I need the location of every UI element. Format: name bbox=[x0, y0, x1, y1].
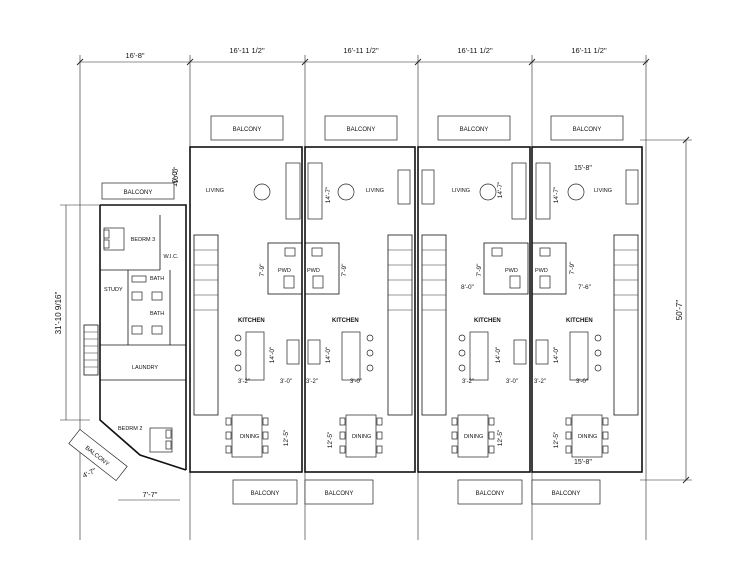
unit-4-dining-label: DINING bbox=[578, 434, 597, 440]
unit-4-dim-living: 14'-7" bbox=[553, 186, 560, 203]
unit-1-pwd-label: PWD bbox=[278, 268, 291, 274]
dim-left-height: 31'-10 9/16" bbox=[54, 292, 63, 335]
unit-4-dim-k-left: 3'-2" bbox=[534, 379, 546, 385]
unit-3-dim-pwd-w: 8'-0" bbox=[461, 284, 475, 291]
dim-corner-balcony: 4'-7" bbox=[82, 467, 98, 479]
unit-3-dim-dining: 12'-5" bbox=[497, 429, 504, 446]
left-dimension: 31'-10 9/16" 10'-0" bbox=[54, 169, 179, 421]
unit-2-top-balcony-label: BALCONY bbox=[347, 127, 376, 133]
unit-3-dim-kitchen: 14'-0" bbox=[495, 346, 502, 363]
unit-1-dim-dining: 12'-5" bbox=[283, 429, 290, 446]
unit-3-dim-k-right: 3'-0" bbox=[506, 379, 518, 385]
unit-2: BALCONY LIVING 14'-7" PWD 7'-9" KITCHEN … bbox=[304, 115, 416, 505]
unit-2-dim-living: 14'-7" bbox=[325, 186, 332, 203]
unit-2-living-label: LIVING bbox=[366, 188, 384, 194]
study-label: STUDY bbox=[104, 287, 123, 293]
left-balcony-label: BALCONY bbox=[124, 190, 153, 196]
unit-4-dim-dining: 12'-5" bbox=[553, 431, 560, 448]
unit-2-bottom-balcony bbox=[304, 479, 374, 505]
unit-4-top-balcony bbox=[550, 115, 624, 141]
unit-1-bottom-balcony-label: BALCONY bbox=[251, 491, 280, 497]
unit-4-dim-dining-w: 15'-8" bbox=[574, 459, 592, 466]
dim-left-balcony-width: 10'-0" bbox=[172, 169, 179, 187]
unit-2-dim-pwd: 7'-9" bbox=[341, 263, 348, 277]
unit-2-top-balcony bbox=[324, 115, 398, 141]
unit-3-dining-label: DINING bbox=[464, 434, 483, 440]
unit-4-bottom-balcony bbox=[531, 479, 601, 505]
unit-4-dim-k-right: 3'-0" bbox=[576, 379, 588, 385]
unit-2-dim-k-right: 3'-0" bbox=[350, 379, 362, 385]
unit-3-dim-pwd: 7'-9" bbox=[476, 263, 483, 277]
dim-bottom-left: 7'-7" bbox=[143, 490, 158, 499]
unit-3: BALCONY LIVING 14'-7" PWD 7'-9" 8'-0" KI… bbox=[417, 115, 531, 505]
bath-2-label: BATH bbox=[150, 311, 164, 317]
unit-4-dim-living-w: 15'-8" bbox=[574, 165, 592, 172]
bedroom-3-label: BEDRM 3 bbox=[131, 237, 155, 243]
unit-3-living-label: LIVING bbox=[452, 188, 470, 194]
dim-top-2: 16'-11 1/2" bbox=[229, 46, 265, 55]
unit-1-top-balcony bbox=[210, 115, 284, 141]
unit-1-dim-living: 10'-0" bbox=[173, 166, 180, 183]
laundry-label: LAUNDRY bbox=[132, 365, 159, 371]
unit-4-living-label: LIVING bbox=[594, 188, 612, 194]
unit-1-dim-k-left: 3'-2" bbox=[238, 379, 250, 385]
unit-2-dim-kitchen: 14'-0" bbox=[325, 346, 332, 363]
unit-1: BALCONY LIVING 10'-0" PWD 7'-9" KITCHEN … bbox=[173, 115, 303, 505]
dim-top-3: 16'-11 1/2" bbox=[343, 46, 379, 55]
unit-4-dim-kitchen: 14'-0" bbox=[553, 346, 560, 363]
dim-top-5: 16'-11 1/2" bbox=[571, 46, 607, 55]
unit-2-dim-k-left: 3'-2" bbox=[306, 379, 318, 385]
unit-2-dim-dining: 12'-5" bbox=[327, 431, 334, 448]
unit-3-top-balcony-label: BALCONY bbox=[460, 127, 489, 133]
unit-4-kitchen-label: KITCHEN bbox=[566, 318, 593, 324]
unit-2-bottom-balcony-label: BALCONY bbox=[325, 491, 354, 497]
unit-4-dim-pwd-w: 7'-6" bbox=[578, 284, 592, 291]
unit-1-dim-pwd: 7'-9" bbox=[259, 263, 266, 277]
unit-4-pwd-label: PWD bbox=[535, 268, 548, 274]
dim-right-height: 50'-7" bbox=[675, 300, 684, 321]
unit-4: BALCONY 15'-8" LIVING 14'-7" PWD 7'-9" 7… bbox=[531, 115, 643, 505]
unit-1-top-balcony-label: BALCONY bbox=[233, 127, 262, 133]
unit-3-bottom-balcony-label: BALCONY bbox=[476, 491, 505, 497]
unit-1-kitchen-label: KITCHEN bbox=[238, 318, 265, 324]
unit-1-dim-k-right: 3'-0" bbox=[280, 379, 292, 385]
unit-3-dim-living: 14'-7" bbox=[497, 181, 504, 198]
unit-3-top-balcony bbox=[437, 115, 511, 141]
unit-3-pwd-label: PWD bbox=[505, 268, 518, 274]
bath-1-label: BATH bbox=[150, 276, 164, 282]
unit-3-dim-k-left: 3'-2" bbox=[462, 379, 474, 385]
left-unit: BALCONY BEDRM 3 W.I.C. BATH STUDY BATH L… bbox=[68, 182, 187, 501]
unit-3-kitchen-label: KITCHEN bbox=[474, 318, 501, 324]
dim-top-4: 16'-11 1/2" bbox=[457, 46, 493, 55]
unit-4-bottom-balcony-label: BALCONY bbox=[552, 491, 581, 497]
unit-4-dim-pwd: 7'-9" bbox=[569, 261, 576, 275]
unit-1-dim-kitchen: 14'-0" bbox=[269, 346, 276, 363]
dim-top-1: 16'-8" bbox=[125, 51, 144, 60]
unit-1-dining-label: DINING bbox=[240, 434, 259, 440]
right-dimension: 50'-7" bbox=[640, 136, 692, 484]
unit-3-bottom-balcony bbox=[457, 479, 523, 505]
unit-2-kitchen-label: KITCHEN bbox=[332, 318, 359, 324]
wic-label: W.I.C. bbox=[164, 254, 179, 260]
left-balcony bbox=[101, 182, 175, 200]
unit-2-dining-label: DINING bbox=[352, 434, 371, 440]
unit-4-top-balcony-label: BALCONY bbox=[573, 127, 602, 133]
bedroom-2-label: BEDRM 2 bbox=[118, 426, 142, 432]
unit-1-bottom-balcony bbox=[232, 479, 298, 505]
unit-2-pwd-label: PWD bbox=[307, 268, 320, 274]
unit-1-living-label: LIVING bbox=[206, 188, 224, 194]
